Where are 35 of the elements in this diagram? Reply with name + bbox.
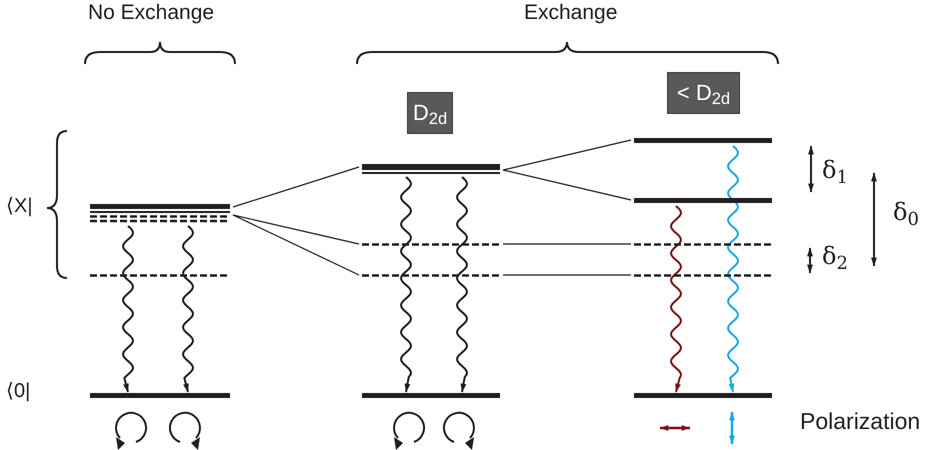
symmetry-tag: D$_{2d}$ [407, 92, 453, 134]
wavy-arrow [456, 176, 468, 393]
energy-level [362, 393, 500, 398]
state-label: ⟨X| [6, 196, 33, 216]
wavy-arrow [670, 205, 682, 393]
connector-line [503, 274, 631, 276]
axis-label: Polarization [800, 410, 920, 433]
wavy-arrow [182, 225, 194, 393]
wavy-arrow [400, 176, 412, 393]
splitting-label: δ$_{1}$ [822, 158, 848, 182]
energy-level [634, 138, 772, 143]
group-heading: Exchange [524, 2, 618, 23]
energy-level [634, 274, 772, 277]
state-label: ⟨0| [6, 381, 30, 401]
connector-line [503, 243, 631, 245]
energy-level [362, 164, 500, 174]
energy-level [634, 393, 772, 398]
group-heading: No Exchange [88, 2, 214, 23]
connector-line [232, 214, 360, 276]
connector-line [232, 166, 360, 208]
energy-level [90, 393, 230, 398]
connector-line [502, 139, 632, 171]
splitting-label: δ$_{0}$ [893, 200, 919, 224]
wavy-arrow [122, 225, 134, 393]
wavy-arrow [726, 145, 740, 393]
symmetry-tag: < D$_{2d}$ [667, 72, 740, 114]
energy-level [634, 198, 772, 203]
connector-line [232, 214, 360, 245]
energy-level [362, 274, 500, 277]
splitting-label: δ$_{2}$ [822, 244, 848, 268]
energy-level [362, 243, 500, 246]
energy-level [90, 274, 230, 277]
energy-level [90, 204, 230, 223]
connector-line [502, 169, 632, 201]
energy-level [634, 243, 772, 246]
